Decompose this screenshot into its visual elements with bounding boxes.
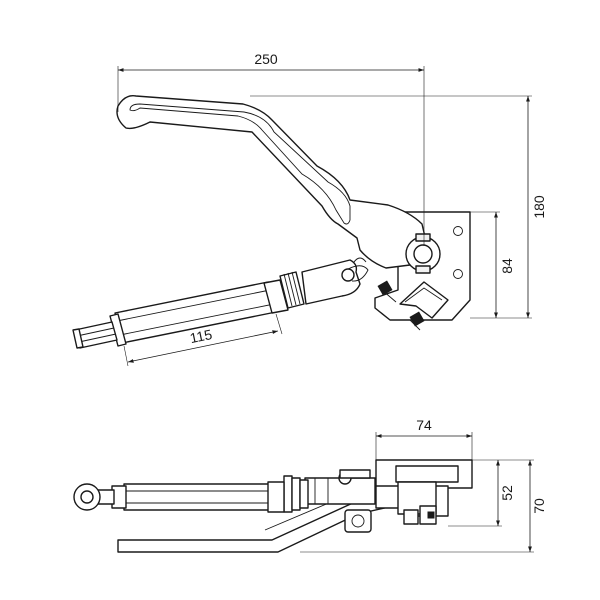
plate-hole-icon [453,269,463,279]
clamp-nut-icon [409,311,425,327]
dimension-overall-height: 180 [250,95,547,319]
dimension-label-70: 70 [531,498,547,514]
dimension-label-180: 180 [531,195,547,219]
side-view: 250 180 84 115 [72,51,547,367]
plan-view: 74 52 70 [73,417,547,553]
dimension-plate-width: 74 [375,417,473,460]
dimension-label-250: 250 [254,51,278,67]
clamp-nut-icon [377,280,393,296]
lever-arm [116,95,429,269]
push-rod-plan [111,481,285,513]
dimension-rod-length: 115 [123,313,283,367]
plate-hole-icon [453,226,463,236]
dimension-plate-height: 52 [448,459,515,527]
rod-end-plan [304,469,376,533]
dimension-label-115: 115 [188,326,213,346]
dimension-overall-depth: 70 [300,459,547,553]
hub-assembly-plan [375,481,437,525]
dimension-label-52: 52 [499,485,515,501]
lever-arm-slot [129,103,351,225]
dimension-label-74: 74 [416,417,432,433]
adjustment-nuts-plan [283,475,309,513]
dimension-label-84: 84 [499,258,515,274]
locking-clamp [377,280,449,331]
eye-end [73,483,115,511]
dimension-pivot-height: 84 [470,211,515,318]
rod-tip [72,321,118,349]
adjustment-nuts [279,271,305,309]
pivot-hub [405,233,441,274]
rod-end [301,257,369,305]
